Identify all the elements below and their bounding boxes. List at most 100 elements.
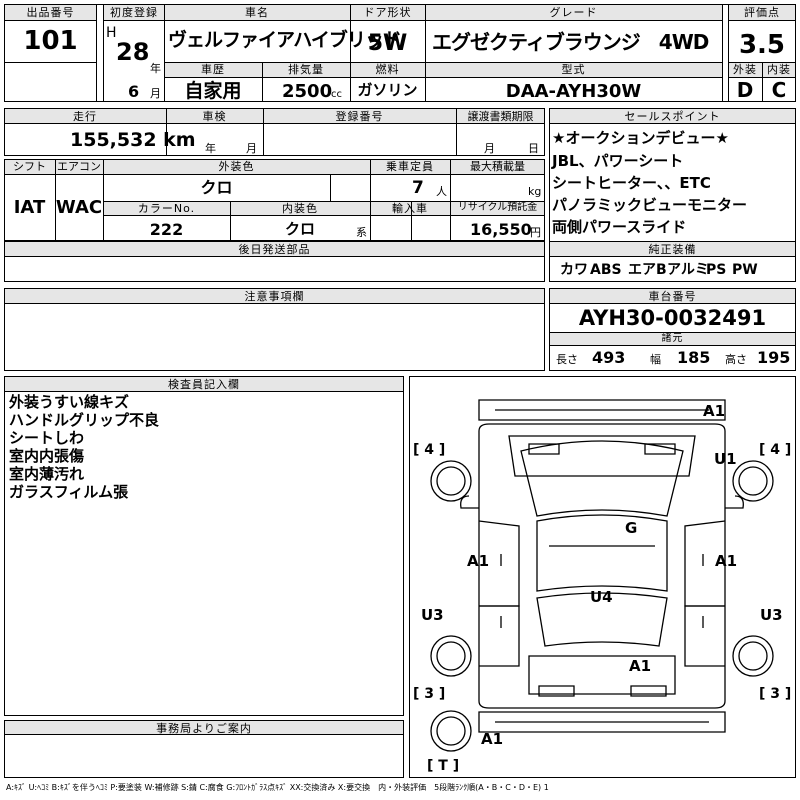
sales-point-item: ★オークションデビュー★ <box>552 129 729 147</box>
lot-number: 101 <box>23 26 78 56</box>
mileage-table <box>4 108 545 156</box>
equipment-item: アルミ <box>667 262 709 278</box>
inspector-note: 室内薄汚れ <box>9 465 85 483</box>
sales-point-item: 両側パワースライド <box>552 218 687 236</box>
damage-mark-roof: U4 <box>590 588 613 606</box>
displacement-unit: cc <box>331 89 342 100</box>
inspection-label: 車検 <box>202 110 227 123</box>
damage-mark-right-door: A1 <box>715 552 737 570</box>
equipment-label: 純正装備 <box>648 243 697 256</box>
notes-box <box>4 288 545 371</box>
damage-legend: A:ｷｽﾞ U:ﾍｺﾐ B:ｷｽﾞを伴うﾍｺﾐ P:要塗装 W:補修跡 S:錆 … <box>6 783 549 792</box>
car-diagram: A1 U1 G A1 A1 U4 U3 U3 A1 A1 [ 4 ] [ 4 ]… <box>413 399 791 774</box>
displacement-label: 排気量 <box>288 63 324 76</box>
year-unit: 年 <box>150 62 161 75</box>
first-reg-month: 6 <box>128 82 140 101</box>
length-value: 493 <box>592 348 626 367</box>
car-diagram-box <box>409 376 796 778</box>
tire-label-rear-right: [ 3 ] <box>759 686 791 702</box>
chassis-box <box>549 288 796 371</box>
mileage-value: 155,532 km <box>70 129 196 151</box>
tire-label-front-right: [ 4 ] <box>759 442 791 458</box>
damage-mark-left-door: A1 <box>467 552 489 570</box>
colorno-value: 222 <box>149 220 184 239</box>
length-label: 長さ <box>556 353 578 366</box>
sales-point-item: JBL、パワーシート <box>552 152 684 170</box>
inspector-note: ガラスフィルム張 <box>9 483 129 501</box>
damage-mark-right-rear: U3 <box>760 606 783 624</box>
office-box <box>4 720 404 778</box>
capacity-value: 7 <box>412 178 424 198</box>
first-reg-year: 28 <box>116 38 150 66</box>
height-value: 195 <box>757 348 791 367</box>
displacement-value: 2500 <box>282 81 333 102</box>
interior-grade: C <box>771 78 787 102</box>
dims-label: 諸元 <box>661 333 684 344</box>
model-label: 型式 <box>561 63 586 76</box>
equipment-item: エアB <box>628 262 667 278</box>
mileage-label: 走行 <box>73 110 97 123</box>
colorno-label: カラーNo. <box>137 202 196 215</box>
recycle-value: 16,550 <box>470 220 532 239</box>
insp-year-unit: 年 <box>205 142 216 155</box>
sales-point-box <box>549 108 796 282</box>
ac-label: エアコン <box>57 160 101 173</box>
doc-day-unit: 日 <box>528 142 539 155</box>
office-label: 事務局よりご案内 <box>156 722 252 735</box>
later-parts-label: 後日発送部品 <box>238 243 311 256</box>
inspector-note: 外装うすい線キズ <box>9 393 130 411</box>
shift-label: シフト <box>13 160 46 173</box>
spec-table <box>4 159 545 241</box>
exterior-label: 外装 <box>733 63 757 76</box>
tire-label-rear-left: [ 3 ] <box>413 686 445 702</box>
shift-value: IAT <box>13 197 46 218</box>
width-label: 幅 <box>650 353 661 366</box>
recycle-unit: 円 <box>530 226 541 239</box>
chassis-label: 車台番号 <box>648 290 697 303</box>
month-unit: 月 <box>150 87 161 100</box>
car-name-label: 車名 <box>245 6 269 19</box>
first-reg-label: 初度登録 <box>110 6 158 19</box>
exterior-grade: D <box>736 78 754 102</box>
lot-label: 出品番号 <box>26 6 75 19</box>
capacity-unit: 人 <box>436 185 447 198</box>
equipment-item: PS <box>706 262 727 278</box>
width-value: 185 <box>677 348 711 367</box>
fuel-label: 燃料 <box>375 63 400 76</box>
damage-mark-front-bumper: A1 <box>703 402 725 420</box>
inspector-note: 室内内張傷 <box>9 447 85 465</box>
damage-mark-windshield: G <box>625 519 637 537</box>
inspector-note: ハンドルグリップ不良 <box>9 411 160 429</box>
grade: エグゼクティブラウンジ 4WD <box>432 30 709 54</box>
load-label: 最大積載量 <box>470 160 525 173</box>
load-unit: kg <box>528 185 542 198</box>
era-value: H <box>106 25 117 41</box>
sales-point-item: パノラミックビューモニター <box>552 196 748 214</box>
header-table <box>4 4 796 102</box>
notes-label: 注意事項欄 <box>244 290 305 303</box>
fuel-value: ガソリン <box>357 81 418 99</box>
door-label: ドア形状 <box>363 6 412 19</box>
damage-mark-left-rear: U3 <box>421 606 444 624</box>
reg-number-label: 登録番号 <box>335 110 384 123</box>
doc-deadline-label: 譲渡書類期限 <box>467 110 534 123</box>
chassis-number: AYH30-0032491 <box>578 306 767 330</box>
import-label: 輸入車 <box>392 202 428 215</box>
tire-label-spare: [ T ] <box>427 758 459 774</box>
inspector-note: シートしわ <box>9 429 85 447</box>
color-label: 外装色 <box>218 160 255 173</box>
color-value: クロ <box>200 178 233 197</box>
equipment-item: カワ <box>560 262 588 278</box>
equipment-item: ABS <box>590 262 622 278</box>
score-label: 評価点 <box>744 6 780 19</box>
intcolor-label: 内装色 <box>282 202 318 215</box>
intcolor-value: クロ <box>284 220 315 238</box>
capacity-label: 乗車定員 <box>386 160 434 173</box>
equipment-item: PW <box>732 262 758 278</box>
inspector-box <box>4 376 404 716</box>
height-label: 高さ <box>725 353 747 366</box>
ac-value: WAC <box>55 197 103 218</box>
inspector-label: 検査員記入欄 <box>168 378 240 391</box>
damage-mark-rear-hatch: A1 <box>629 657 651 675</box>
sales-point-item: シートヒーター、、ETC <box>552 174 711 192</box>
